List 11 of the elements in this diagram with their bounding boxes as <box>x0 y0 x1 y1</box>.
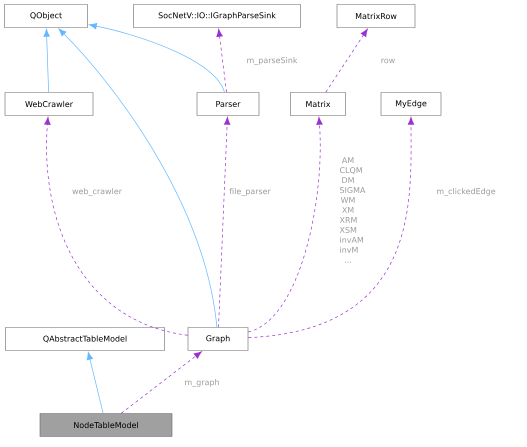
arrow <box>248 116 414 338</box>
arrow <box>216 28 227 93</box>
arrow <box>218 116 230 328</box>
arrow <box>121 351 202 414</box>
arrow <box>58 28 218 328</box>
arrow <box>325 28 368 93</box>
arrow <box>248 116 323 332</box>
arrow <box>88 22 225 93</box>
arrow <box>44 116 188 336</box>
arrow <box>86 352 104 414</box>
arrow <box>43 28 50 93</box>
